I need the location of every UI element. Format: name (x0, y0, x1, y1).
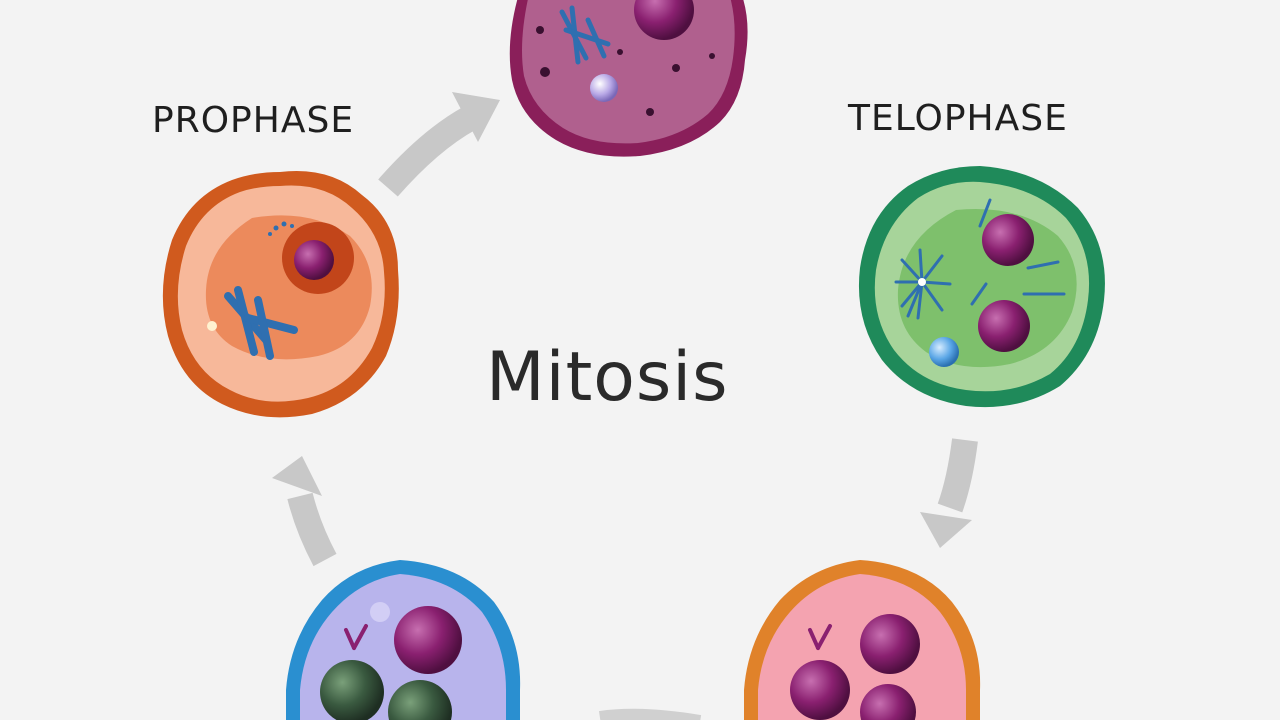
bottom-left-nucleus-3 (388, 680, 452, 720)
telophase-aster (894, 248, 952, 320)
bottom-right-nucleus-2 (790, 660, 850, 720)
prophase-nucleolus (294, 240, 334, 280)
bottom-left-nucleus-1 (394, 606, 462, 674)
top-cell-granules (536, 26, 715, 116)
top-cell (509, 0, 748, 157)
telophase-centrosome (918, 278, 926, 286)
bottom-right-nucleus-1 (860, 614, 920, 674)
bottom-left-fibers (344, 624, 368, 650)
prophase-granules (268, 221, 294, 236)
prophase-label: PROPHASE (152, 100, 355, 141)
telophase-cell (858, 166, 1105, 408)
bottom-left-nucleus-2 (320, 660, 384, 720)
arrow-prophase-to-top (378, 92, 500, 197)
cycle-arrows (272, 92, 978, 720)
telophase-spindle-fibers (970, 198, 1066, 306)
diagram-title: Mitosis (486, 338, 729, 417)
arrow-bottom-connector (598, 708, 702, 720)
bottom-right-cell (744, 560, 981, 720)
bottom-left-cell (286, 560, 521, 720)
arrow-bottom-left-to-prophase (272, 456, 337, 567)
prophase-cell (162, 170, 399, 418)
prophase-vesicle (207, 321, 217, 331)
telophase-vesicle (929, 337, 959, 367)
telophase-nucleus-2 (978, 300, 1030, 352)
telophase-label: TELOPHASE (848, 98, 1068, 139)
telophase-nucleus-1 (982, 214, 1034, 266)
prophase-chromosome (224, 286, 298, 360)
top-cell-nucleus (634, 0, 694, 40)
top-cell-vesicle (590, 74, 618, 102)
bottom-right-nucleus-3 (860, 684, 916, 720)
bottom-right-fibers (808, 624, 832, 650)
top-cell-chromosome (559, 5, 611, 65)
arrow-telophase-to-bottom-right (920, 438, 978, 548)
